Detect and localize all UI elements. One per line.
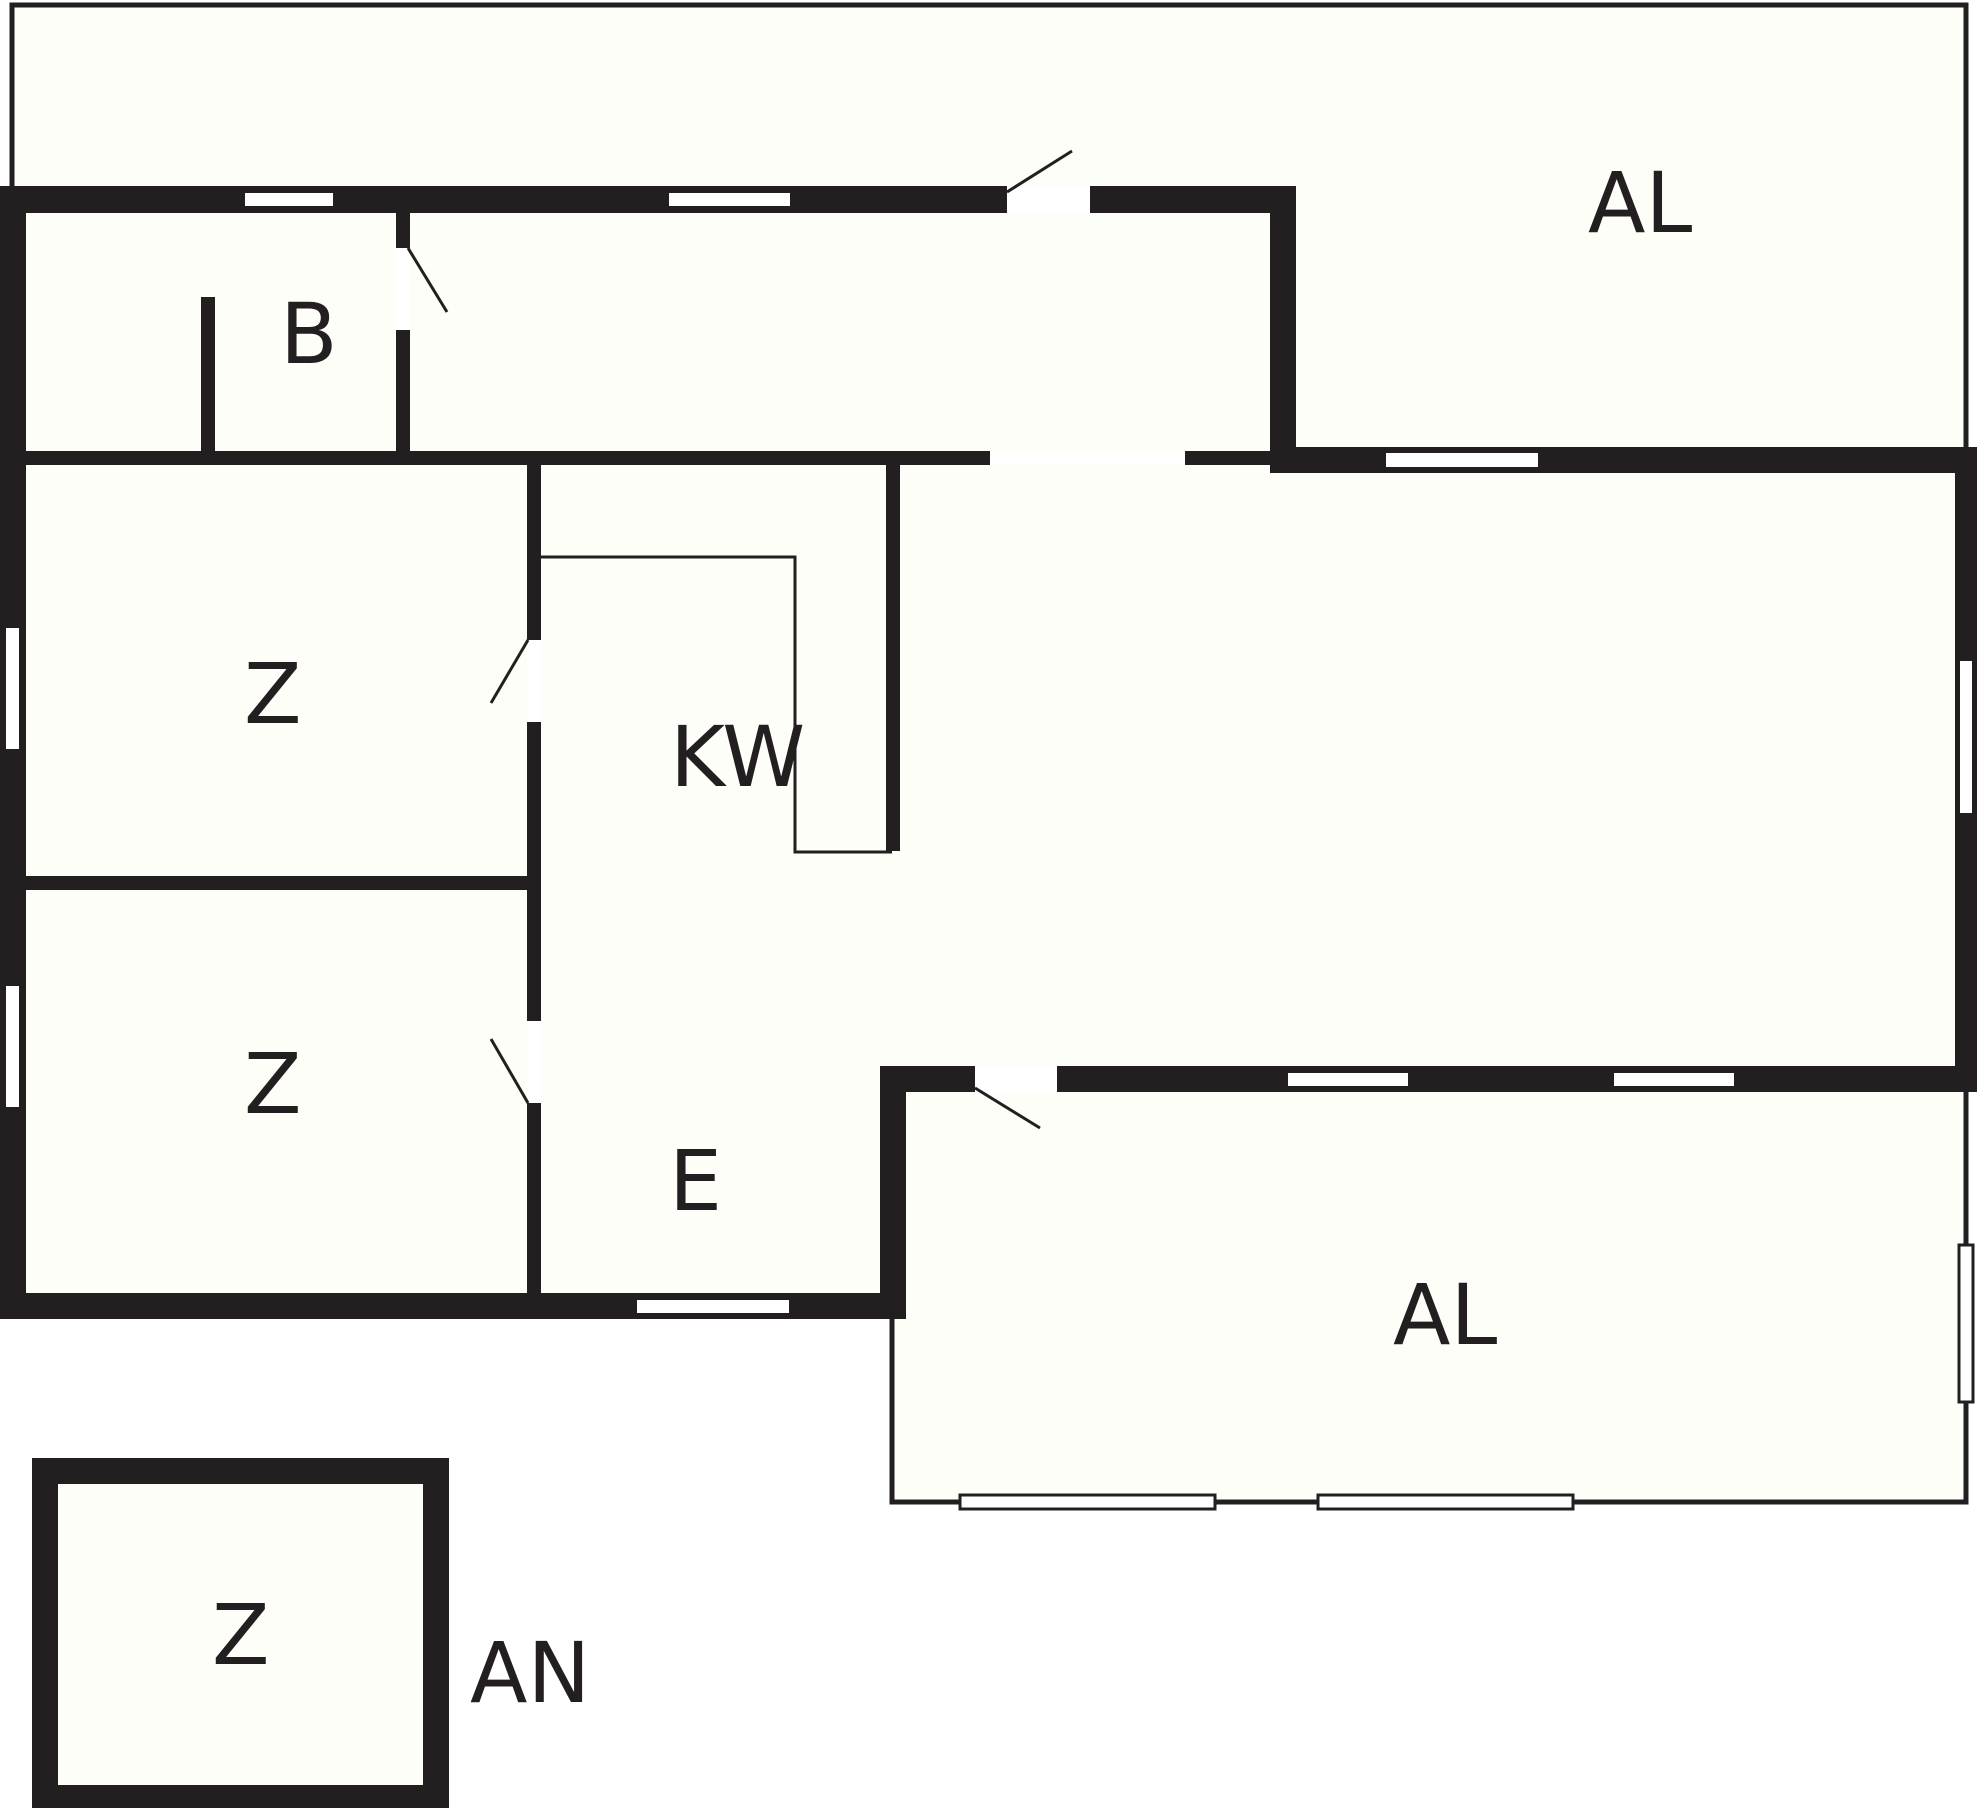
- door-swing-balcony-top: [1006, 149, 1073, 194]
- room-label-living-kitchen: KW: [670, 708, 805, 806]
- wall-bath-partition: [201, 297, 215, 458]
- opening-living-hall: [990, 451, 1185, 465]
- wall-horizontal-upper-left: [12, 451, 990, 465]
- room-label-annex-room: Z: [212, 1586, 270, 1684]
- room-label-bathroom: B: [280, 285, 338, 383]
- annex-wall-bottom: [32, 1785, 449, 1808]
- balcony-top-floor: [12, 5, 1968, 450]
- annex-floor: [44, 1470, 444, 1792]
- door-swing-bedroom-1: [489, 639, 530, 704]
- wall-bottom-right: [880, 1066, 1977, 1092]
- door-opening-balcony-top: [1007, 186, 1090, 213]
- window-top-1: [245, 193, 333, 206]
- floor-areas: [12, 5, 1968, 1792]
- balcony-bottom-floor: [892, 1085, 1966, 1502]
- wall-left: [0, 186, 26, 1319]
- room-label-balcony-top: AL: [1588, 154, 1692, 252]
- door-opening-bedroom-2: [527, 1021, 541, 1103]
- window-bottom-right-2: [1614, 1073, 1734, 1086]
- wall-top-left: [0, 186, 1007, 213]
- wall-bottom-step: [880, 1066, 906, 1319]
- wall-bedrooms-divider: [12, 876, 534, 890]
- balcony-window-bottom-2: [1316, 1493, 1575, 1511]
- wall-horizontal-upper-right: [1185, 451, 1280, 465]
- balcony-top-outline: [9, 2, 1969, 450]
- window-bottom-right-1: [1288, 1073, 1408, 1086]
- balcony-window-bottom-1: [958, 1493, 1217, 1511]
- room-label-balcony-bottom: AL: [1393, 1266, 1497, 1364]
- annex-walls: [32, 1458, 449, 1808]
- window-bottom-left: [637, 1300, 789, 1313]
- door-swing-bedroom-2: [489, 1038, 530, 1104]
- windows: [6, 193, 1972, 1313]
- annex-wall-top: [32, 1458, 449, 1484]
- kitchen-counter: [534, 555, 892, 854]
- door-openings: [396, 186, 1185, 1103]
- door-opening-bath: [396, 248, 410, 330]
- wall-kitchen-right: [886, 458, 900, 851]
- window-right-wall: [1960, 661, 1972, 813]
- door-swing-bath: [406, 247, 449, 313]
- window-mid-right: [1386, 453, 1538, 467]
- exterior-walls: [0, 186, 1977, 1319]
- door-opening-balcony-bottom: [975, 1066, 1057, 1092]
- door-swing-balcony-bottom: [974, 1086, 1041, 1130]
- door-swings: [406, 149, 1073, 1130]
- room-label-bedroom-2: Z: [244, 1035, 302, 1133]
- door-opening-bedroom-1: [527, 640, 541, 722]
- annex-wall-left: [32, 1458, 58, 1808]
- balcony-window-right: [1957, 1243, 1975, 1404]
- balcony-windows: [958, 1243, 1975, 1511]
- annex-label: AN: [470, 1624, 590, 1722]
- wall-mid-right: [1270, 447, 1975, 473]
- wall-top-right: [1090, 186, 1296, 213]
- window-left-1: [6, 628, 19, 749]
- room-label-bedroom-1: Z: [244, 645, 302, 743]
- window-left-2: [6, 986, 19, 1107]
- room-labels: AL B Z KW Z E AL Z AN: [212, 154, 1692, 1722]
- room-label-entrance: E: [669, 1132, 722, 1230]
- window-top-2: [669, 193, 790, 206]
- annex-wall-right: [423, 1458, 449, 1808]
- wall-notch-vertical: [1270, 186, 1296, 468]
